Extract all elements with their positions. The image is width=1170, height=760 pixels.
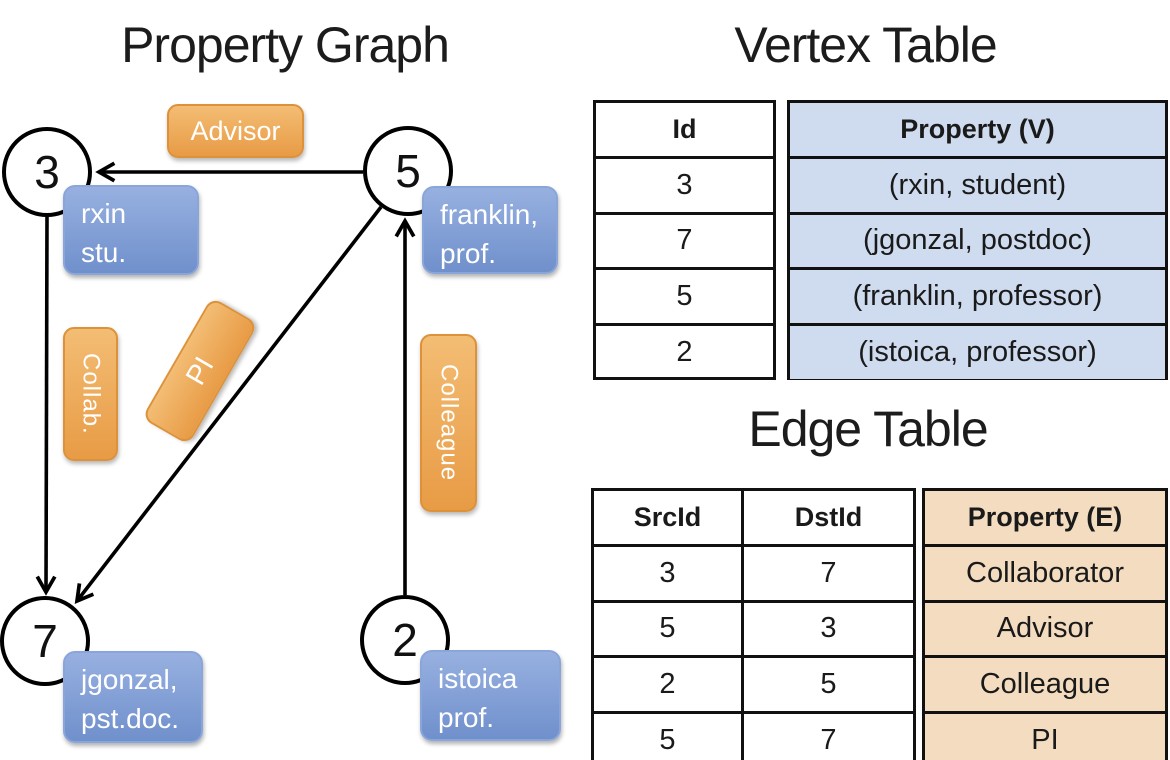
- edge-dstid-header: DstId: [741, 491, 913, 544]
- edge-collab-3-7: [35, 215, 57, 596]
- node-5: 5: [363, 126, 453, 216]
- edge-row-dst: 5: [741, 658, 913, 712]
- edge-row-src: 5: [659, 724, 676, 757]
- edge-row-property: PI: [925, 714, 1165, 760]
- vertex-row-property: (rxin, student): [790, 158, 1165, 212]
- edge-property-header: Property (E): [925, 491, 1165, 544]
- vertex-table-title: Vertex Table: [734, 17, 997, 73]
- vertex-row-id: 3: [676, 168, 693, 201]
- edge-table-title: Edge Table: [748, 401, 988, 457]
- edge-label-collab: Collab.: [63, 327, 118, 461]
- vertex-prop-line: prof.: [438, 701, 495, 733]
- vertex-prop-line: franklin,: [440, 199, 539, 230]
- vertex-prop-jgonzal: jgonzal, pst.doc.: [63, 651, 203, 743]
- node-7-id: 7: [32, 615, 58, 667]
- vertex-prop-line: prof.: [440, 237, 497, 269]
- vertex-table-property-column: Property (V) (rxin, student) (jgonzal, p…: [787, 100, 1168, 380]
- vertex-prop-franklin: franklin, prof.: [422, 186, 558, 274]
- node-3-id: 3: [34, 146, 60, 198]
- vertex-row-property: (franklin, professor): [790, 270, 1165, 324]
- edge-table-property-column: Property (E) Collaborator Advisor Collea…: [922, 488, 1168, 760]
- edge-row-dst: 3: [741, 602, 913, 656]
- vertex-row-id: 5: [676, 280, 693, 313]
- vertex-row-property: (jgonzal, postdoc): [790, 214, 1165, 268]
- vertex-property-header: Property (V): [790, 103, 1165, 156]
- vertex-prop-rxin: rxin stu.: [63, 185, 199, 275]
- node-2: 2: [360, 595, 450, 685]
- node-2-id: 2: [392, 614, 418, 666]
- vertex-prop-line: rxin: [81, 198, 127, 229]
- vertex-row-property: (istoica, professor): [790, 326, 1165, 379]
- property-graph-title: Property Graph: [121, 17, 450, 73]
- edge-table-id-columns: SrcId DstId 3 7 5 3 2 5 5 7: [591, 488, 916, 760]
- edge-row-property: Colleague: [925, 658, 1165, 712]
- vertex-prop-line: jgonzal,: [81, 664, 178, 695]
- edge-row-property: Collaborator: [925, 546, 1165, 600]
- edge-srcid-header: SrcId: [633, 501, 702, 532]
- vertex-table-id-column: Id 3 7 5 2: [593, 100, 776, 380]
- vertex-prop-istoica: istoica prof.: [420, 650, 561, 741]
- edge-row-src: 5: [659, 612, 676, 645]
- edge-row-src: 3: [659, 556, 676, 589]
- edge-label-colleague: Colleague: [420, 334, 477, 512]
- edge-label-advisor: Advisor: [167, 104, 304, 158]
- vertex-prop-line: pst.doc.: [81, 702, 180, 734]
- vertex-row-id: 7: [676, 224, 693, 257]
- vertex-prop-line: stu.: [81, 236, 127, 268]
- edge-row-property: Advisor: [925, 602, 1165, 656]
- vertex-row-id: 2: [676, 336, 693, 369]
- edge-row-dst: 7: [741, 546, 913, 600]
- vertex-prop-line: istoica: [438, 663, 518, 694]
- edge-row-dst: 7: [741, 714, 913, 760]
- vertex-id-header: Id: [672, 113, 697, 144]
- graph-edges-canvas: [35, 161, 416, 604]
- node-5-id: 5: [395, 145, 421, 197]
- edge-row-src: 2: [659, 668, 676, 701]
- edge-pi-5-7: [74, 205, 383, 604]
